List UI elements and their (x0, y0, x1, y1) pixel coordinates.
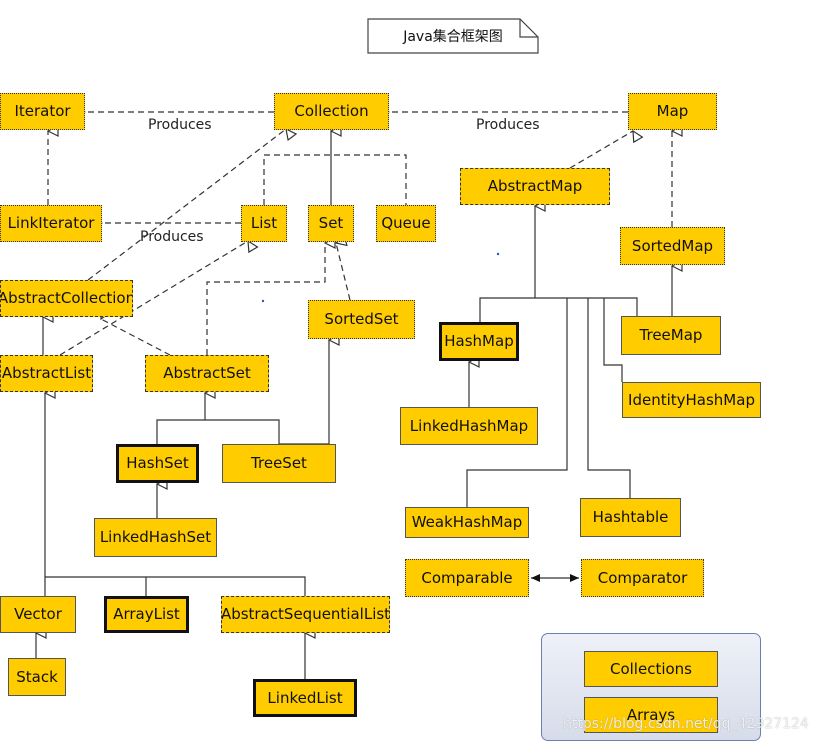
node-linkedlist[interactable]: LinkedList (253, 679, 357, 717)
node-hashtable[interactable]: Hashtable (580, 498, 681, 537)
node-treemap[interactable]: TreeMap (621, 316, 721, 355)
produces-label-list: Produces (140, 229, 204, 245)
edge-sets-bus (156, 419, 280, 444)
edge-lists-bus (44, 576, 306, 596)
node-collection[interactable]: Collection (274, 93, 389, 130)
edge-sortedset-set (336, 243, 351, 301)
node-sortedmap[interactable]: SortedMap (620, 227, 725, 265)
node-arrays[interactable]: Arrays (584, 697, 718, 733)
edge-abstractcollection-collection (87, 129, 286, 281)
stray-dot (261, 299, 265, 303)
node-hashmap[interactable]: HashMap (439, 322, 519, 361)
node-abstractcollection[interactable]: AbstractCollection (0, 280, 133, 317)
produces-label-iterator: Produces (148, 117, 212, 133)
edge-abstractset-set (206, 243, 325, 355)
node-stack[interactable]: Stack (8, 658, 66, 696)
node-hashset[interactable]: HashSet (116, 444, 199, 483)
edge-maps-bus (479, 297, 638, 322)
edge-identityhashmap (603, 298, 623, 382)
node-list[interactable]: List (241, 205, 287, 242)
node-identityhashmap[interactable]: IdentityHashMap (622, 382, 761, 418)
edge-treeset-sortedset (279, 340, 329, 445)
node-map[interactable]: Map (628, 93, 717, 130)
node-set[interactable]: Set (308, 205, 354, 242)
produces-label-map: Produces (476, 117, 540, 133)
node-treeset[interactable]: TreeSet (222, 444, 336, 483)
edge-weakhashmap (466, 298, 568, 507)
node-linkedhashmap[interactable]: LinkedHashMap (400, 407, 538, 445)
node-linkiterator[interactable]: LinkIterator (0, 205, 102, 242)
node-arraylist[interactable]: ArrayList (104, 596, 189, 633)
edge-abstractlist-list (59, 241, 248, 356)
stray-dot (496, 252, 500, 256)
node-sortedset[interactable]: SortedSet (308, 300, 415, 339)
edge-hashtable (587, 298, 631, 498)
node-iterator[interactable]: Iterator (0, 93, 85, 130)
node-abstractsequentiallist[interactable]: AbstractSequentialList (221, 596, 390, 633)
watermark-text: https://blog.csdn.net/qq_42927124 (563, 716, 809, 732)
node-queue[interactable]: Queue (376, 205, 436, 242)
node-weakhashmap[interactable]: WeakHashMap (405, 507, 529, 538)
node-vector[interactable]: Vector (0, 596, 76, 633)
node-comparable[interactable]: Comparable (405, 559, 529, 597)
node-abstractlist[interactable]: AbstractList (0, 355, 93, 392)
node-collections[interactable]: Collections (584, 651, 718, 687)
node-abstractset[interactable]: AbstractSet (145, 355, 269, 392)
edge-list-queue-bus (263, 154, 407, 205)
diagram-title: Java集合框架图 (403, 29, 503, 45)
node-linkedhashset[interactable]: LinkedHashSet (94, 518, 217, 557)
node-comparator[interactable]: Comparator (581, 559, 704, 597)
title-note-shape (367, 18, 539, 54)
node-abstractmap[interactable]: AbstractMap (460, 168, 610, 205)
edge-abstractmap-map (569, 131, 633, 169)
edge-abstractset-abstractcollection (101, 319, 171, 356)
